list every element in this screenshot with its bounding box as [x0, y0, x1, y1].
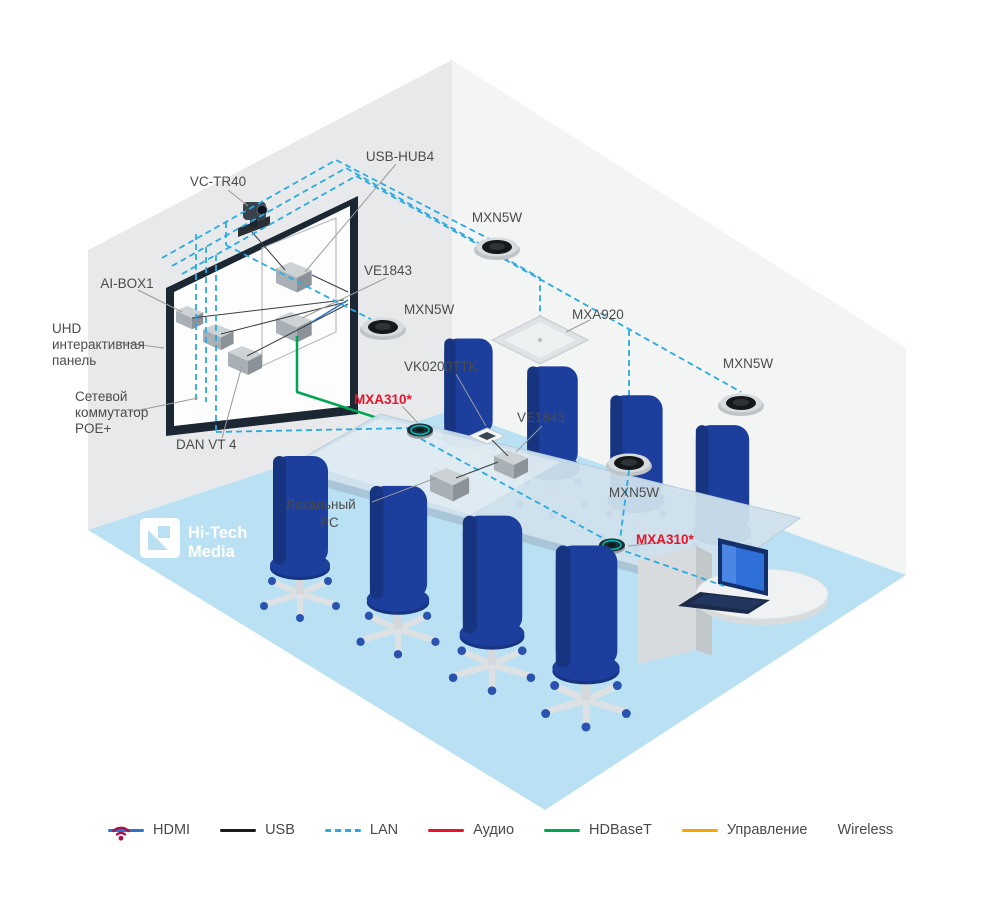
logo-line2: Media	[188, 543, 236, 561]
label-uhd-panel-l3: панель	[52, 353, 96, 368]
hdbaset-line-swatch	[544, 828, 581, 832]
legend-label-usb: USB	[265, 822, 295, 838]
label-mxa920: MXA920	[572, 307, 624, 322]
legend-label-lan: LAN	[369, 822, 399, 838]
label-ai-box1: AI-BOX1	[100, 276, 153, 291]
mxa920-ceiling-mic	[490, 315, 590, 365]
legend-item-control: Управление	[681, 822, 808, 838]
mxa310-mic-left	[406, 422, 434, 440]
legend-item-wireless: Wireless	[112, 822, 894, 841]
label-switch-l3: POE+	[75, 421, 112, 436]
label-dan-vt4: DAN VT 4	[176, 437, 237, 452]
legend-label-hdmi: HDMI	[153, 822, 191, 838]
label-ve1843-table: VE1843	[517, 410, 565, 425]
legend-label-control: Управление	[726, 822, 808, 838]
audio-line-swatch	[428, 828, 465, 832]
label-mxn5w-left: MXN5W	[404, 302, 455, 317]
control-line-swatch	[681, 828, 718, 832]
hitech-media-logo: Hi-Tech Media	[140, 518, 247, 561]
laptop	[678, 538, 770, 614]
device-labels: VC-TR40 USB-HUB4 MXN5W MXN5W MXN5W MXN5W…	[52, 149, 773, 547]
label-switch-l1: Сетевой	[75, 389, 127, 404]
table-device-cables	[455, 439, 509, 479]
label-mxn5w-right: MXN5W	[723, 356, 774, 371]
label-switch-l2: коммутатор	[75, 405, 148, 420]
label-local-pc-l2: PC	[320, 515, 339, 530]
wifi-icon	[112, 826, 130, 841]
legend-label-hdbaset: HDBaseT	[589, 822, 652, 838]
legend-label-wireless: Wireless	[837, 822, 894, 838]
room-scene: Hi-Tech Media	[52, 60, 906, 810]
legend-item-audio: Аудио	[428, 822, 514, 838]
legend-item-usb: USB	[220, 822, 295, 838]
label-ve1843-wall: VE1843	[364, 263, 412, 278]
legend-label-audio: Аудио	[473, 822, 515, 838]
label-mxn5w-bottom: MXN5W	[609, 485, 660, 500]
legend-item-hdbaset: HDBaseT	[544, 822, 652, 838]
lan-lines-table	[215, 427, 725, 587]
hdmi-cable	[311, 299, 349, 323]
label-vk0200ttk: VK0200TTK	[404, 359, 478, 374]
legend: HDMI USB LAN Аудио HDBaseT Управление Wi…	[108, 822, 894, 841]
label-mxn5w-top: MXN5W	[472, 210, 523, 225]
label-mxa310-left: MXA310*	[354, 392, 413, 407]
label-uhd-panel-l1: UHD	[52, 321, 81, 336]
label-vc-tr40: VC-TR40	[190, 174, 246, 189]
uhd-interactive-panel	[166, 196, 358, 436]
lan-line-swatch	[324, 828, 361, 832]
label-local-pc-l1: Локальный	[286, 497, 356, 512]
label-leaders	[117, 163, 665, 547]
legend-item-lan: LAN	[324, 822, 399, 838]
label-mxa310-right: MXA310*	[636, 532, 695, 547]
label-usb-hub4: USB-HUB4	[366, 149, 435, 164]
vk0200ttk-keypad	[467, 427, 507, 445]
logo-line1: Hi-Tech	[188, 524, 247, 542]
usb-line-swatch	[220, 828, 257, 832]
label-uhd-panel-l2: интерактивная	[52, 337, 145, 352]
